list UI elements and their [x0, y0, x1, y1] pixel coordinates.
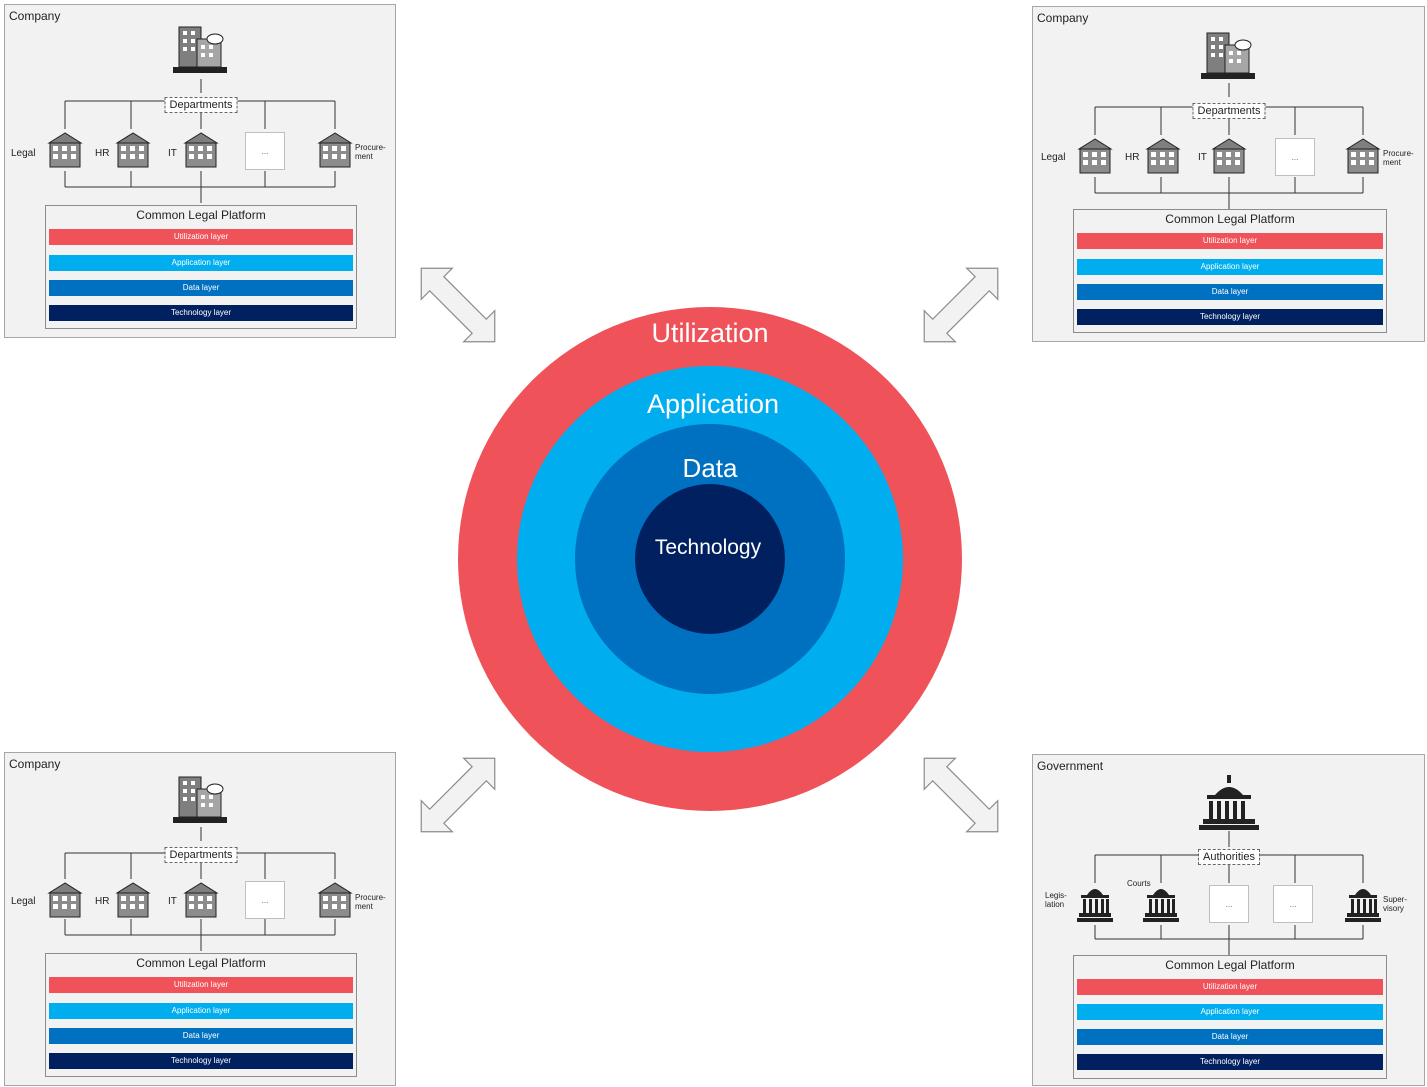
common-legal-platform: Common Legal Platform Utilization layer …	[45, 205, 357, 329]
application-label: Application	[646, 389, 780, 419]
government-building-icon	[1143, 889, 1179, 922]
department-building-icon	[183, 132, 219, 168]
headquarters-building-icon	[173, 776, 227, 823]
application-layer: Application layer	[1077, 259, 1383, 275]
platform-title: Common Legal Platform	[136, 208, 266, 222]
application-layer: Application layer	[49, 255, 353, 271]
placeholder-unit: ...	[245, 132, 285, 170]
government-building-icon	[1077, 889, 1113, 922]
panel-title: Company	[9, 9, 61, 23]
department-building-icon	[183, 882, 219, 918]
data-layer: Data layer	[1077, 284, 1383, 300]
technology-layer: Technology layer	[1077, 309, 1383, 325]
technology-layer: Technology layer	[1077, 1054, 1383, 1070]
common-legal-platform: Common Legal Platform Utilization layer …	[45, 953, 357, 1077]
placeholder-unit: ...	[1275, 138, 1315, 176]
headquarters-building-icon	[173, 26, 227, 73]
utilization-layer: Utilization layer	[1077, 979, 1383, 995]
placeholder-unit: ...	[245, 881, 285, 919]
department-building-icon	[317, 882, 353, 918]
department-building-icon	[115, 882, 151, 918]
double-arrow-icon-top-left	[420, 267, 496, 343]
departments-hub: Departments	[164, 847, 238, 863]
capitol-building-icon	[1199, 775, 1259, 830]
utilization-layer: Utilization layer	[1077, 233, 1383, 249]
unit-label-hr: HR	[1125, 152, 1140, 163]
placeholder-unit: ...	[1209, 885, 1249, 923]
common-legal-platform: Common Legal Platform Utilization layer …	[1073, 955, 1387, 1079]
company-panel-bottom-left: Company Departments Legal HR IT ... P	[4, 752, 396, 1086]
departments-hub: Departments	[1192, 103, 1266, 119]
technology-core	[635, 484, 785, 634]
platform-title: Common Legal Platform	[136, 956, 266, 970]
unit-label-it: IT	[168, 148, 177, 159]
government-building-icon	[1345, 889, 1381, 922]
unit-label-legislation: Legis-lation	[1045, 891, 1067, 909]
authorities-hub: Authorities	[1198, 849, 1260, 865]
department-building-icon	[1145, 138, 1181, 174]
unit-label-it: IT	[168, 896, 177, 907]
data-label: Data	[682, 453, 738, 483]
placeholder-unit: ...	[1273, 885, 1313, 923]
technology-layer: Technology layer	[49, 305, 353, 321]
application-layer: Application layer	[1077, 1004, 1383, 1020]
company-panel-top-left: Company Departments Legal HR IT ... P	[4, 4, 396, 338]
unit-label-supervisory: Super-visory	[1383, 895, 1408, 913]
department-building-icon	[47, 882, 83, 918]
common-legal-platform: Common Legal Platform Utilization layer …	[1073, 209, 1387, 333]
departments-hub: Departments	[164, 97, 238, 113]
department-building-icon	[47, 132, 83, 168]
unit-label-legal: Legal	[11, 148, 36, 159]
department-building-icon	[1211, 138, 1247, 174]
panel-title: Company	[9, 757, 61, 771]
department-building-icon	[115, 132, 151, 168]
data-layer: Data layer	[49, 1028, 353, 1044]
unit-label-courts: Courts	[1127, 879, 1151, 888]
utilization-label: Utilization	[651, 318, 769, 348]
unit-label-procurement: Procure-ment	[355, 893, 386, 911]
connector-lines	[64, 827, 336, 951]
headquarters-building-icon	[1201, 32, 1255, 79]
application-layer: Application layer	[49, 1003, 353, 1019]
platform-title: Common Legal Platform	[1165, 212, 1295, 226]
double-arrow-icon-bottom-right	[923, 757, 999, 833]
utilization-layer: Utilization layer	[49, 977, 353, 993]
unit-label-hr: HR	[95, 896, 110, 907]
unit-label-hr: HR	[95, 148, 110, 159]
department-building-icon	[1345, 138, 1381, 174]
department-building-icon	[1077, 138, 1113, 174]
unit-label-legal: Legal	[11, 896, 36, 907]
data-layer: Data layer	[1077, 1029, 1383, 1045]
unit-label-legal: Legal	[1041, 152, 1066, 163]
data-layer: Data layer	[49, 280, 353, 296]
unit-label-procurement: Procure-ment	[355, 143, 386, 161]
unit-label-it: IT	[1198, 152, 1207, 163]
unit-label-procurement: Procure-ment	[1383, 149, 1414, 167]
panel-title: Company	[1037, 11, 1089, 25]
company-panel-top-right: Company Departments Legal HR IT ... P	[1032, 6, 1425, 342]
double-arrow-icon-top-right	[923, 267, 999, 343]
platform-title: Common Legal Platform	[1165, 958, 1295, 972]
technology-layer: Technology layer	[49, 1053, 353, 1069]
panel-title: Government	[1037, 759, 1104, 773]
utilization-layer: Utilization layer	[49, 229, 353, 245]
double-arrow-icon-bottom-left	[420, 757, 496, 833]
government-panel-bottom-right: Government Authorities Legis-lation Cour…	[1032, 754, 1425, 1086]
technology-label: Technology	[654, 536, 762, 559]
department-building-icon	[317, 132, 353, 168]
